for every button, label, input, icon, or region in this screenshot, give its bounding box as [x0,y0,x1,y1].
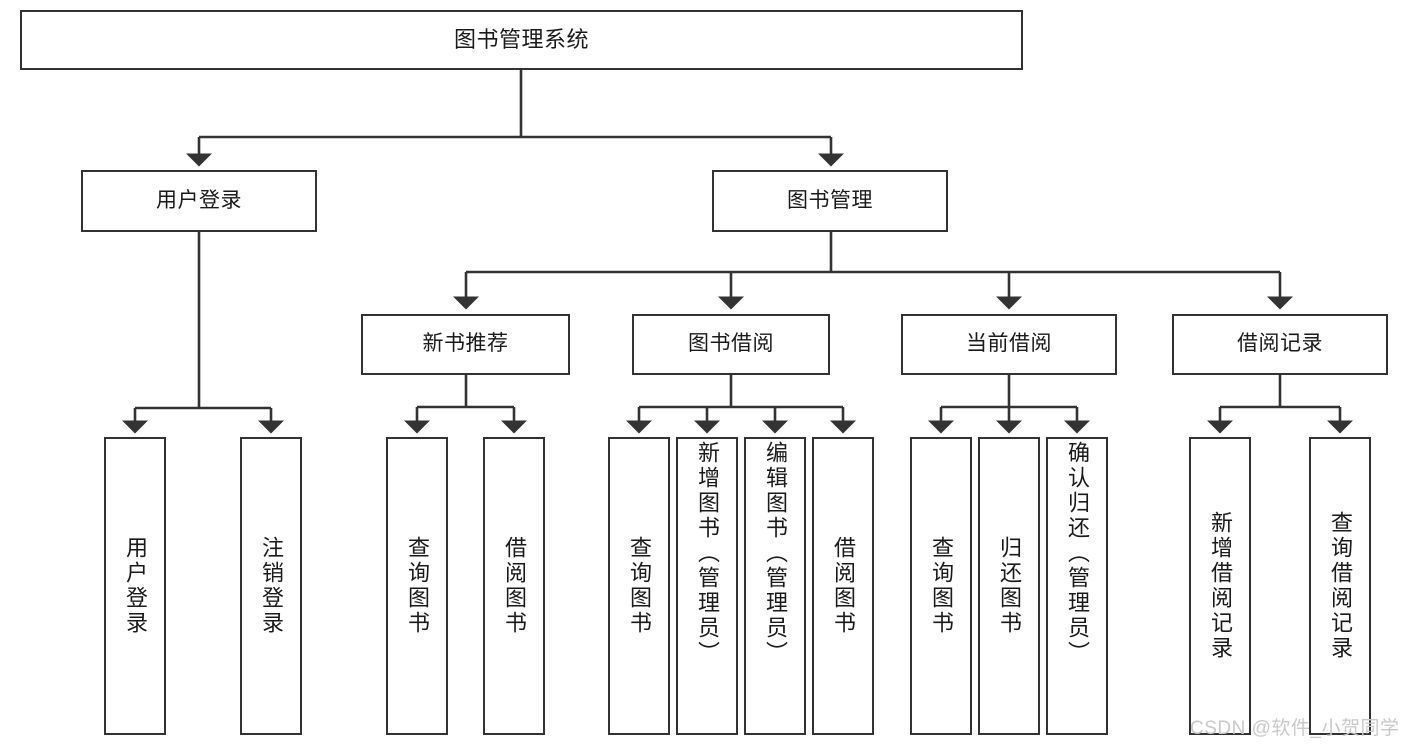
leaf-query-book-2-label: 查询图书 [627,536,652,636]
node-book-borrow[interactable]: 图书借阅 [632,314,830,375]
node-new-book-rec-label: 新书推荐 [422,332,509,356]
node-borrow-record[interactable]: 借阅记录 [1172,314,1388,375]
leaf-query-book-3[interactable]: 查询图书 [910,437,972,735]
leaf-borrow-book-1-label: 借阅图书 [502,536,527,636]
node-book-borrow-label: 图书借阅 [688,332,774,356]
leaf-query-book-1-label: 查询图书 [405,536,430,636]
node-book-manage-label: 图书管理 [787,188,873,212]
leaf-user-login[interactable]: 用户登录 [104,437,166,735]
node-current-borrow-label: 当前借阅 [966,332,1052,356]
node-book-manage[interactable]: 图书管理 [712,170,948,232]
leaf-add-record[interactable]: 新增借阅记录 [1189,437,1251,735]
leaf-logout-login[interactable]: 注销登录 [240,437,302,735]
node-root-label: 图书管理系统 [453,27,589,53]
leaf-confirm-return-label: 确认归还（管理员） [1065,441,1090,666]
leaf-add-book-label: 新增图书（管理员） [695,441,720,666]
leaf-confirm-return[interactable]: 确认归还（管理员） [1046,437,1108,735]
leaf-query-record-label: 查询借阅记录 [1328,511,1353,661]
leaf-edit-book-label: 编辑图书（管理员） [763,441,788,666]
node-new-book-rec[interactable]: 新书推荐 [361,314,570,375]
leaf-add-record-label: 新增借阅记录 [1208,511,1233,661]
node-user-login[interactable]: 用户登录 [81,170,317,232]
leaf-query-book-3-label: 查询图书 [929,536,954,636]
node-current-borrow[interactable]: 当前借阅 [901,314,1117,375]
leaf-query-record[interactable]: 查询借阅记录 [1309,437,1371,735]
leaf-borrow-book-2-label: 借阅图书 [831,536,856,636]
leaf-logout-login-label: 注销登录 [259,536,284,636]
node-borrow-record-label: 借阅记录 [1237,332,1323,356]
leaf-edit-book[interactable]: 编辑图书（管理员） [744,437,806,735]
leaf-return-book[interactable]: 归还图书 [978,437,1040,735]
leaf-borrow-book-2[interactable]: 借阅图书 [812,437,874,735]
leaf-add-book[interactable]: 新增图书（管理员） [676,437,738,735]
watermark-text: CSDN @软件_小贺同学 [1190,718,1400,739]
leaf-return-book-label: 归还图书 [997,536,1022,636]
leaf-borrow-book-1[interactable]: 借阅图书 [483,437,545,735]
node-user-login-label: 用户登录 [156,188,242,212]
leaf-user-login-label: 用户登录 [123,536,148,636]
leaf-query-book-1[interactable]: 查询图书 [386,437,448,735]
leaf-query-book-2[interactable]: 查询图书 [608,437,670,735]
node-root[interactable]: 图书管理系统 [20,10,1023,70]
